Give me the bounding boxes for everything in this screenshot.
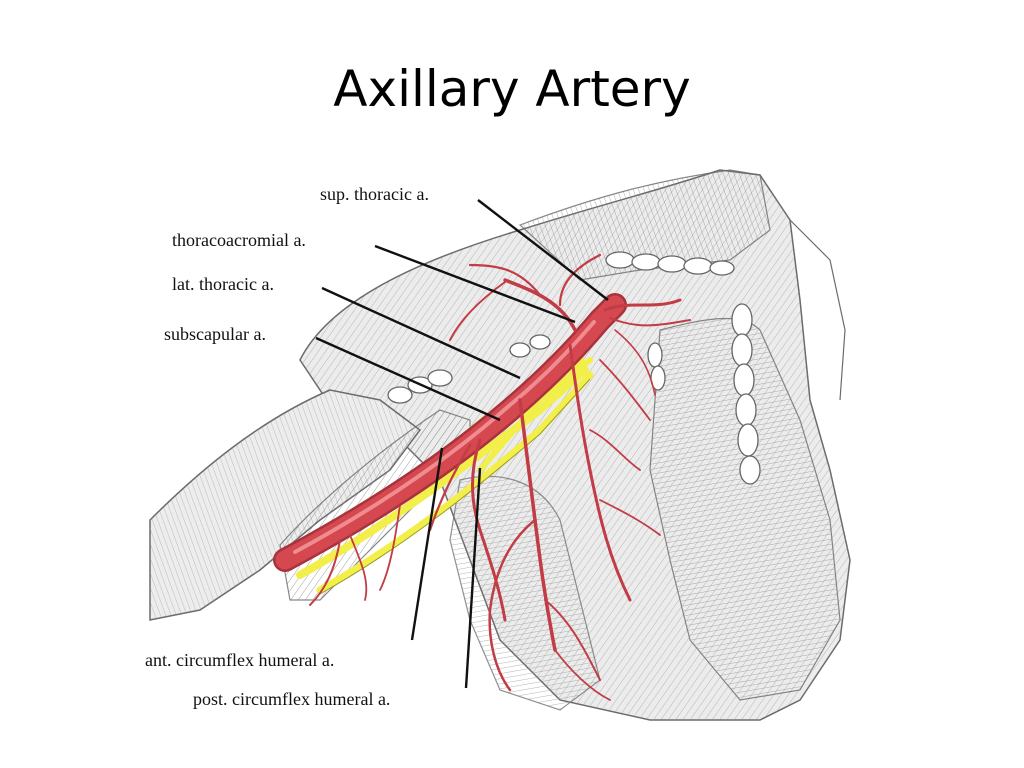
axillary-artery [273,293,627,572]
upper-arm-hatching [150,390,420,620]
leader-sup-thoracic [477,199,609,301]
label-sup-thoracic: sup. thoracic a. [320,184,429,204]
leader-lat-thoracic [321,286,521,380]
label-post-circumflex: post. circumflex humeral a. [193,689,390,709]
leader-lines [315,199,609,689]
leader-ant-circumflex [410,447,444,641]
serratus-region [649,317,841,701]
slide-title: Axillary Artery [333,60,691,118]
leader-subscapular [315,336,501,422]
lymph-node-chains [387,251,761,485]
label-ant-circumflex: ant. circumflex humeral a. [145,650,334,670]
clavicle-region [518,169,771,281]
label-subscapular: subscapular a. [164,324,266,344]
diagram-labels: sup. thoracic a. thoracoacromial a. lat.… [145,184,429,709]
artery-branches [309,253,691,701]
leader-thoracoacromial [374,244,576,324]
leader-post-circumflex [464,467,482,689]
label-thoracoacromial: thoracoacromial a. [172,230,306,250]
rib-border [789,219,846,401]
artery-highlight [293,320,596,554]
artery-main-trunk-fill [275,295,625,570]
label-lat-thoracic: lat. thoracic a. [172,274,274,294]
